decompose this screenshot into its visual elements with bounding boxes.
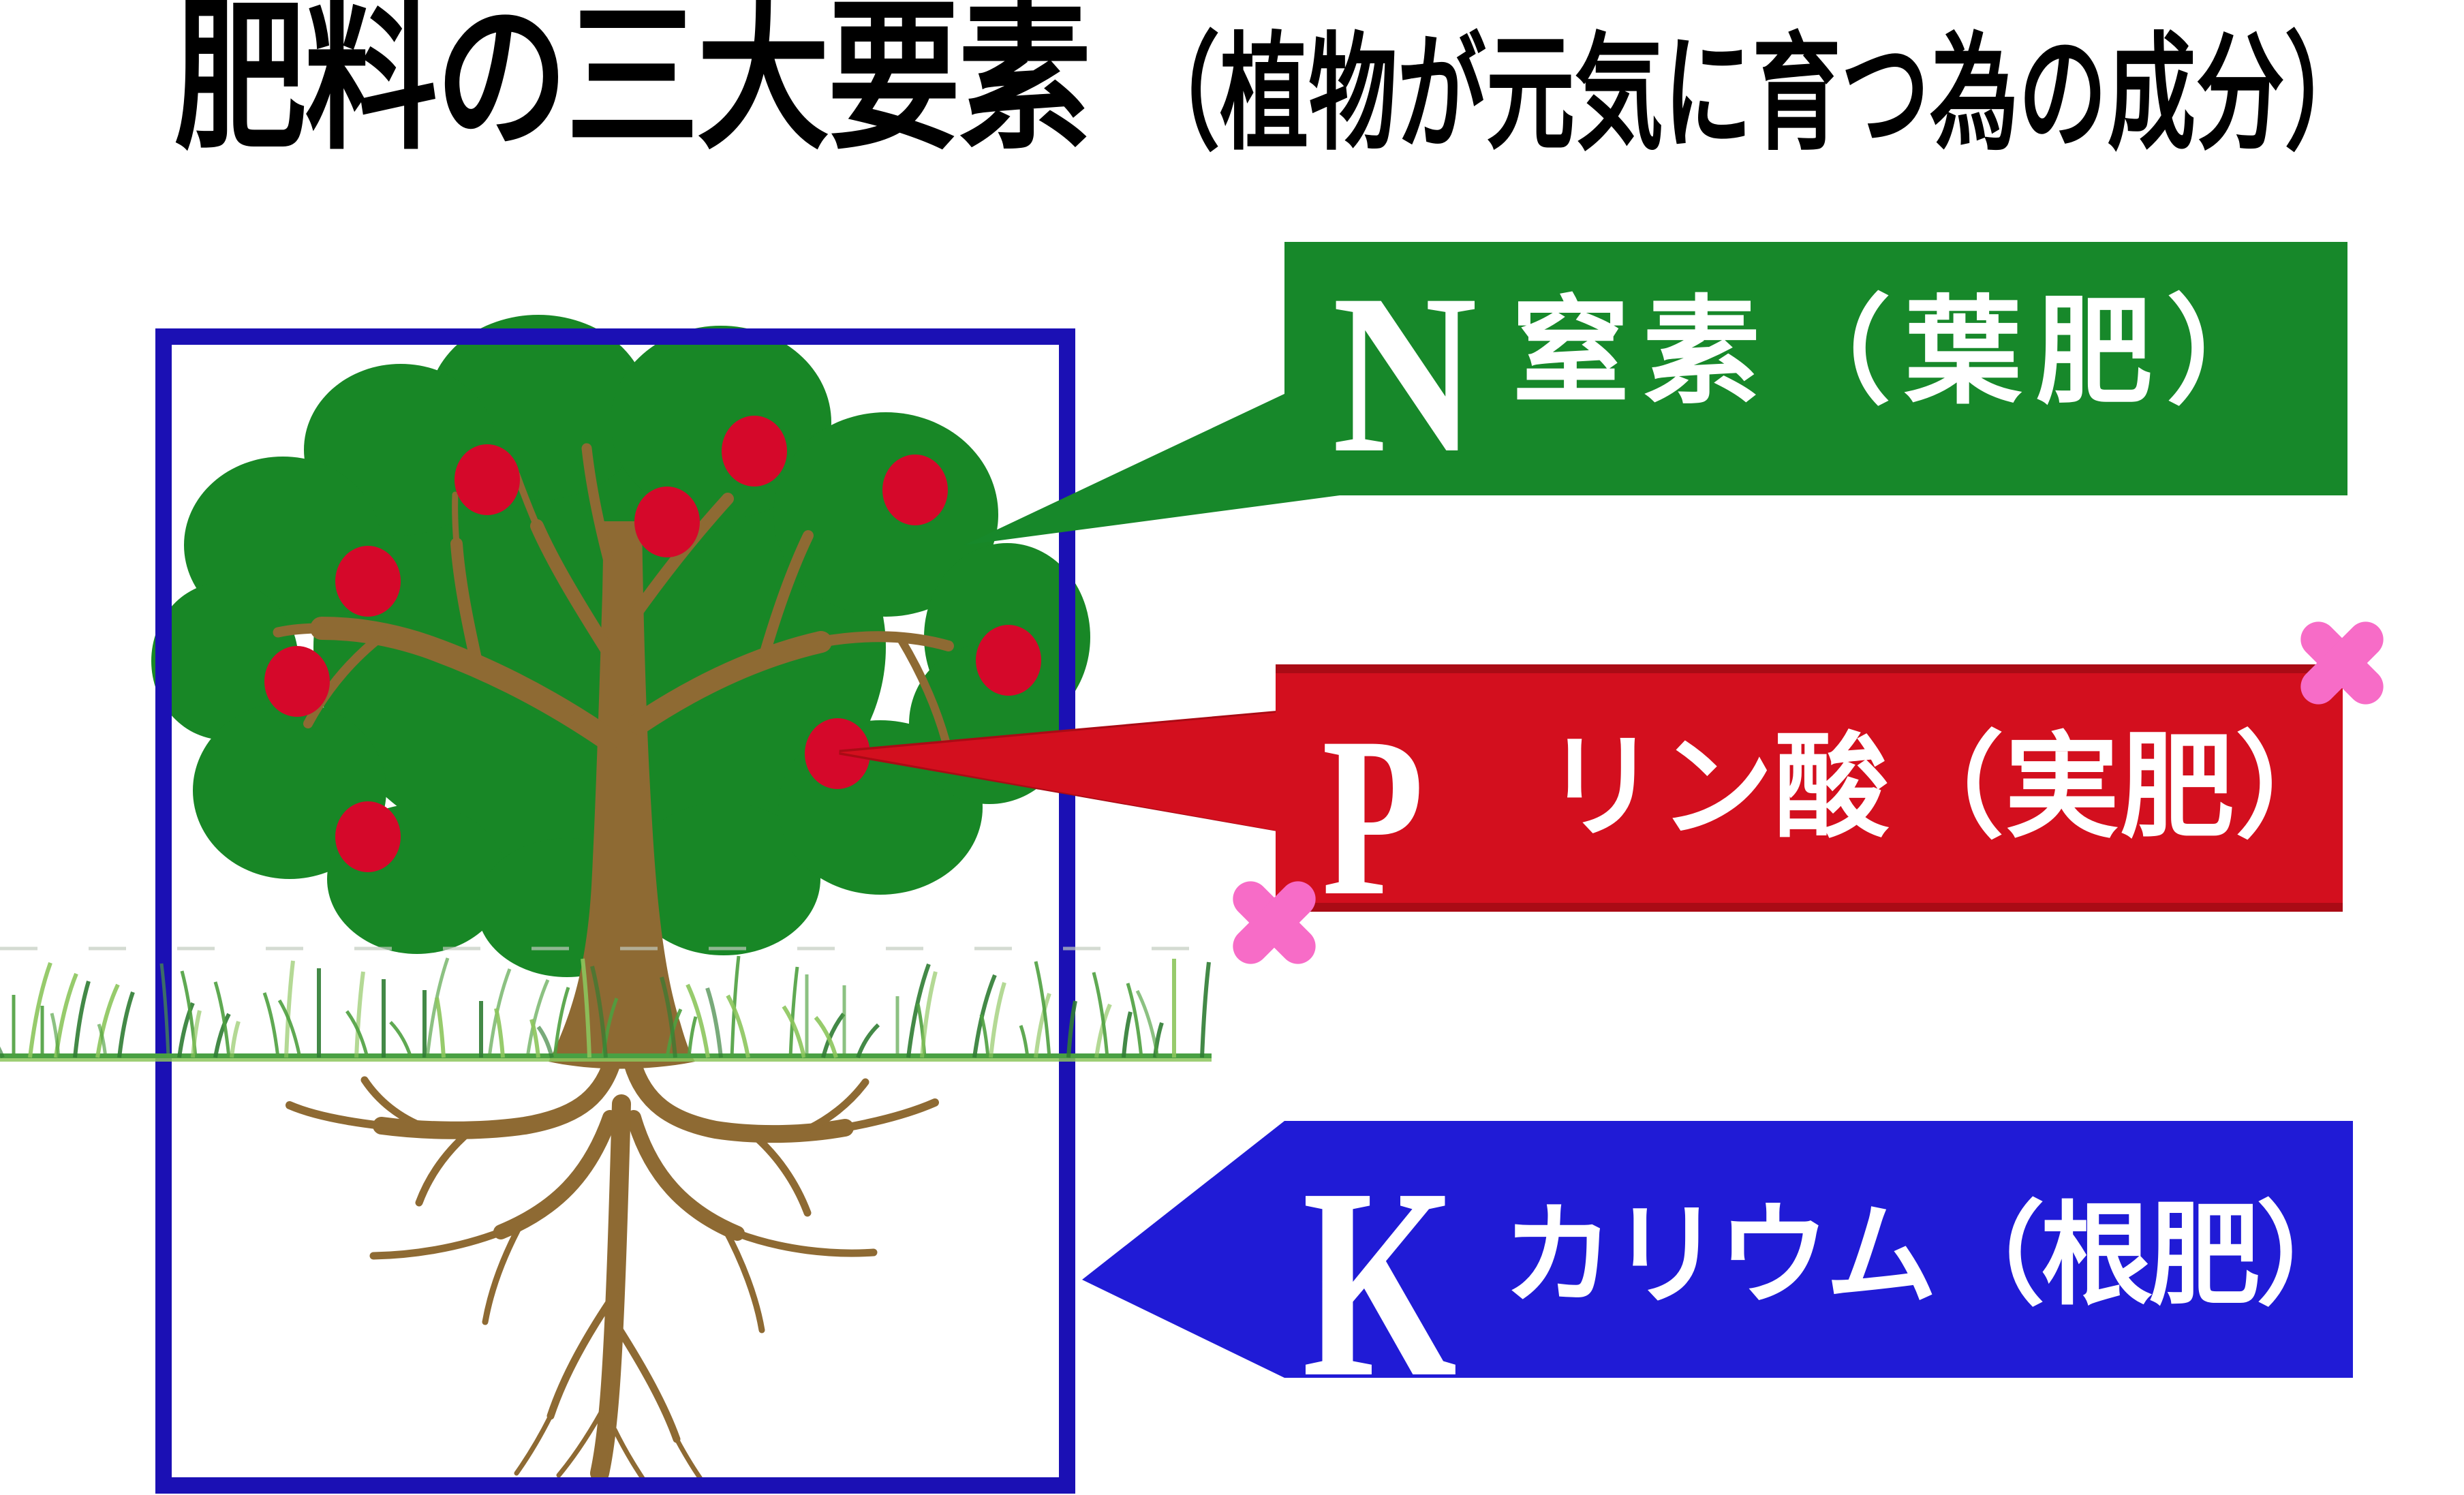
phosphate-symbol: P	[1322, 690, 1424, 943]
grass-strip	[0, 946, 1212, 1062]
fruit	[882, 454, 948, 525]
fruit	[455, 444, 520, 515]
fruit	[335, 546, 401, 617]
tree-box-border	[155, 328, 1075, 1494]
potassium-banner-shape	[1082, 1121, 2353, 1378]
fruit	[805, 718, 870, 789]
page-title-main: 肥料の三大要素	[174, 0, 1091, 168]
nitrogen-label: 窒素（葉肥）	[1512, 287, 2297, 418]
cross-icon	[1233, 881, 1316, 964]
nitrogen-symbol: N	[1332, 247, 1477, 500]
nitrogen-banner: N 窒素（葉肥）	[1284, 242, 2347, 495]
phosphate-banner-bottom-edge	[1276, 903, 2343, 912]
fruit	[722, 416, 787, 487]
tree-roots	[286, 1054, 939, 1490]
page-title-sub: （植物が元気に育つ為の成分）	[1131, 24, 2373, 165]
tree-trunk	[273, 443, 954, 1069]
fruit	[264, 646, 330, 717]
phosphate-banner: P リン酸（実肥）	[1276, 664, 2350, 931]
phosphate-banner-shape	[840, 664, 2343, 912]
fruit	[976, 625, 1041, 696]
fruit	[634, 487, 700, 557]
potassium-symbol: K	[1302, 1132, 1458, 1434]
nitrogen-banner-shape	[964, 242, 2347, 545]
phosphate-banner-top-edge	[1276, 664, 2343, 673]
tree-fruits	[264, 416, 1041, 872]
potassium-label: カリウム（根肥）	[1503, 1193, 2368, 1318]
potassium-banner: K カリウム（根肥）	[1284, 1121, 2368, 1419]
cross-icon	[2300, 621, 2384, 705]
fruit	[335, 801, 401, 872]
phosphate-label: リン酸（実肥）	[1544, 723, 2350, 851]
